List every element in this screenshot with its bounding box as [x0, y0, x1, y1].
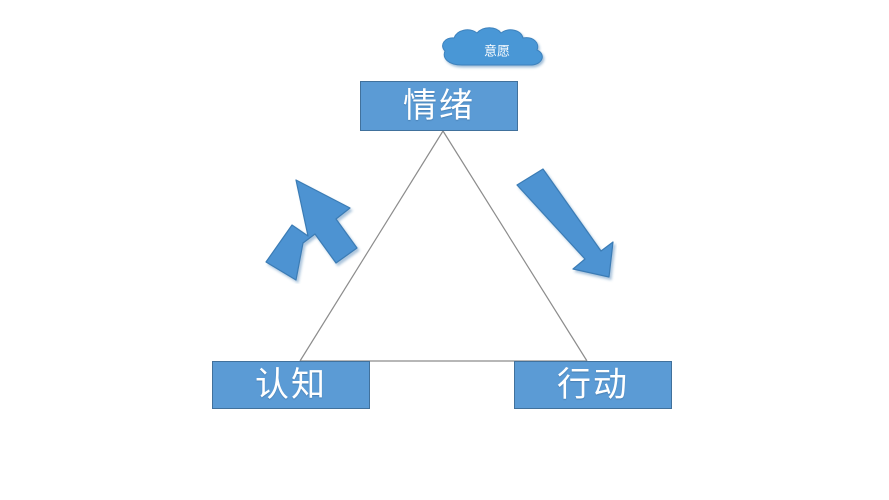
triangle-left-edge	[299, 130, 444, 362]
node-cognition-label: 认知	[255, 366, 327, 404]
triangle-right-edge	[442, 130, 588, 362]
node-action[interactable]: 行动	[514, 361, 672, 409]
will-cloud-shape[interactable]: 意愿	[436, 25, 558, 75]
node-action-label: 行动	[557, 366, 629, 404]
up-right-arrow-path	[265, 179, 358, 281]
node-emotion-label: 情绪	[403, 87, 475, 125]
up-right-arrow-icon[interactable]	[262, 162, 374, 284]
will-label: 意愿	[484, 43, 510, 58]
down-right-arrow-icon[interactable]	[505, 165, 617, 283]
node-emotion[interactable]: 情绪	[360, 81, 518, 131]
node-cognition[interactable]: 认知	[212, 361, 370, 409]
down-right-arrow-path	[516, 168, 614, 278]
cloud-path	[442, 27, 543, 66]
